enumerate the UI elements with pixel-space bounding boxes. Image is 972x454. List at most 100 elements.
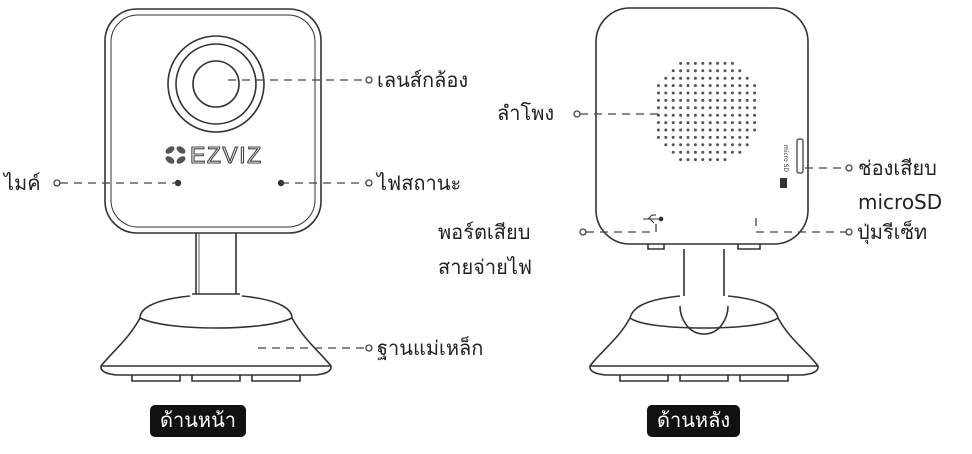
- speaker-hole: [723, 76, 727, 80]
- speaker-hole: [671, 143, 675, 147]
- speaker-hole: [716, 135, 720, 139]
- speaker-hole: [686, 158, 690, 162]
- speaker-hole: [679, 91, 683, 95]
- speaker-hole: [656, 84, 660, 88]
- speaker-hole: [686, 113, 690, 117]
- speaker-hole: [753, 121, 757, 125]
- speaker-hole: [716, 76, 720, 80]
- speaker-hole: [679, 128, 683, 132]
- speaker-hole: [745, 143, 749, 147]
- front-callout-ends: [53, 76, 373, 352]
- speaker-hole: [686, 150, 690, 154]
- speaker-hole: [679, 158, 683, 162]
- speaker-hole: [693, 150, 697, 154]
- speaker-hole: [693, 91, 697, 95]
- speaker-hole: [664, 76, 668, 80]
- speaker-hole: [656, 91, 660, 95]
- speaker-hole: [738, 76, 742, 80]
- front-base-feet: [131, 375, 301, 382]
- speaker-hole: [723, 121, 727, 125]
- speaker-hole: [693, 143, 697, 147]
- speaker-hole: [708, 121, 712, 125]
- back-neck: [683, 249, 725, 296]
- speaker-hole: [708, 61, 712, 65]
- speaker-hole: [723, 143, 727, 147]
- speaker-hole: [745, 106, 749, 110]
- speaker-hole: [745, 98, 749, 102]
- speaker-hole: [693, 98, 697, 102]
- speaker-hole: [671, 128, 675, 132]
- speaker-hole: [701, 76, 705, 80]
- speaker-hole: [679, 113, 683, 117]
- micro-sd-marking: micro SD: [782, 145, 789, 173]
- front-body-outer: [104, 8, 322, 234]
- back-base-top: [629, 295, 779, 329]
- speaker-hole: [723, 150, 727, 154]
- speaker-hole: [708, 143, 712, 147]
- speaker-hole: [753, 84, 757, 88]
- speaker-hole: [664, 128, 668, 132]
- label-magnetic-base: ฐานแม่เหล็ก: [377, 336, 484, 360]
- label-power-port-line2: สายจ่ายไฟ: [438, 255, 533, 279]
- speaker-hole: [679, 69, 683, 73]
- label-sd-slot-line2: microSD: [858, 190, 943, 214]
- front-callout-lines: [60, 79, 366, 349]
- speaker-hole: [679, 84, 683, 88]
- speaker-hole: [738, 91, 742, 95]
- back-view-badge: ด้านหลัง: [647, 405, 741, 437]
- speaker-hole: [686, 69, 690, 73]
- back-body-outer: [595, 7, 809, 245]
- speaker-hole: [679, 76, 683, 80]
- speaker-hole: [686, 84, 690, 88]
- speaker-hole: [738, 143, 742, 147]
- label-mic: ไมค์: [4, 171, 41, 195]
- speaker-hole: [730, 91, 734, 95]
- speaker-hole: [723, 106, 727, 110]
- speaker-hole: [716, 113, 720, 117]
- speaker-hole: [738, 128, 742, 132]
- front-view-badge: ด้านหน้า: [150, 405, 246, 437]
- speaker-hole: [745, 91, 749, 95]
- speaker-hole: [679, 121, 683, 125]
- speaker-hole: [701, 61, 705, 65]
- speaker-hole: [656, 135, 660, 139]
- speaker-hole: [679, 143, 683, 147]
- speaker-hole: [701, 84, 705, 88]
- label-sd-slot-line1: ช่องเสียบ: [858, 156, 937, 180]
- speaker-hole: [738, 98, 742, 102]
- sd-slot: [796, 138, 804, 174]
- speaker-hole: [753, 91, 757, 95]
- speaker-hole: [671, 135, 675, 139]
- speaker-hole: [745, 128, 749, 132]
- speaker-hole: [730, 76, 734, 80]
- speaker-hole: [716, 121, 720, 125]
- speaker-hole: [753, 106, 757, 110]
- front-neck: [195, 233, 237, 294]
- speaker-hole: [738, 150, 742, 154]
- speaker-hole: [664, 84, 668, 88]
- speaker-hole: [708, 158, 712, 162]
- speaker-hole: [701, 121, 705, 125]
- front-body-inner: [110, 14, 316, 228]
- speaker-hole: [693, 106, 697, 110]
- speaker-hole: [716, 150, 720, 154]
- speaker-hole: [716, 158, 720, 162]
- speaker-hole: [679, 135, 683, 139]
- speaker-hole: [686, 121, 690, 125]
- speaker-hole: [671, 113, 675, 117]
- speaker-hole: [730, 84, 734, 88]
- speaker-hole: [738, 113, 742, 117]
- speaker-hole: [745, 135, 749, 139]
- speaker-hole: [708, 106, 712, 110]
- speaker-hole: [753, 113, 757, 117]
- speaker-hole: [693, 113, 697, 117]
- speaker-hole: [716, 91, 720, 95]
- speaker-hole: [671, 91, 675, 95]
- speaker-hole: [730, 98, 734, 102]
- speaker-hole: [723, 98, 727, 102]
- speaker-hole: [708, 150, 712, 154]
- ezviz-logo-icon: [165, 146, 186, 164]
- speaker-hole: [686, 143, 690, 147]
- speaker-hole: [701, 113, 705, 117]
